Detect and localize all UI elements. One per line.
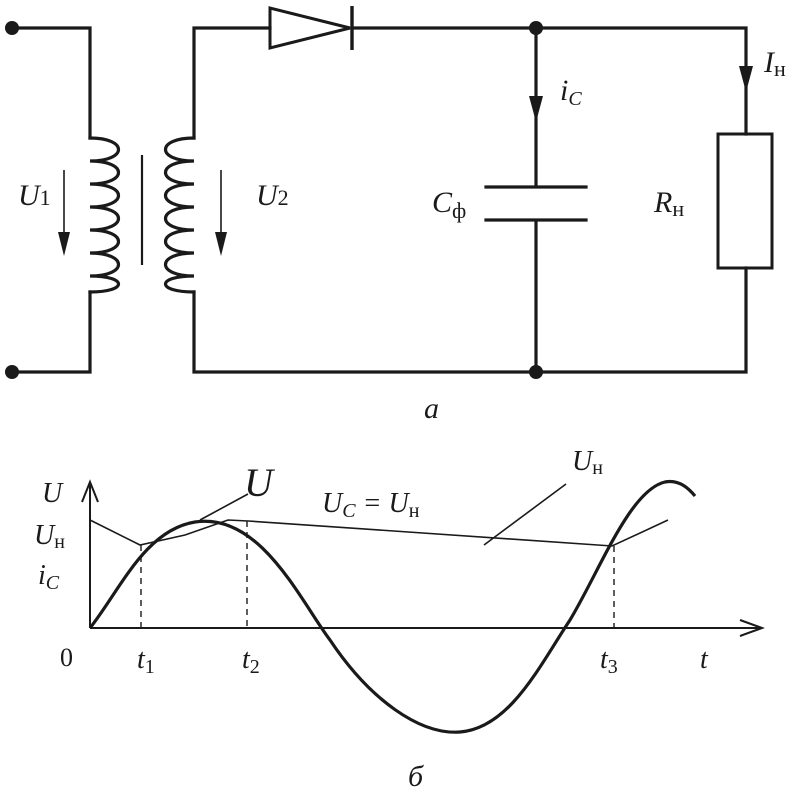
graph-caption: б: [408, 760, 424, 793]
y-axis-label-ic: iC: [38, 560, 60, 594]
supply-curve-label: U: [244, 460, 276, 505]
load-current-label: Iн: [763, 46, 786, 81]
y-axis-arrowhead: [81, 479, 99, 503]
primary-bottom-wire: [10, 290, 92, 374]
waveform-graph: U Uн iC 0 t1 t2 t3 t U UC = Uн Uн б: [34, 446, 765, 793]
u1-label: U1: [18, 179, 51, 212]
circuit-diagram: U1 U2 iC Cф Rн Iн a: [5, 6, 786, 425]
load-resistor: [716, 132, 774, 270]
capacitor-label: Cф: [432, 186, 466, 223]
u1-arrow: [58, 170, 70, 256]
load-resistor-label: Rн: [653, 186, 684, 221]
x-axis-label: t: [700, 644, 709, 675]
diode: [268, 6, 354, 50]
load-voltage-label: Uн: [572, 446, 603, 479]
t3-label: t3: [600, 644, 618, 678]
curve-u-leader: [199, 493, 249, 521]
load-voltage-curve: [89, 519, 669, 547]
supply-voltage-curve: [88, 479, 697, 734]
circuit-caption: a: [424, 392, 439, 425]
y-axis-label-u: U: [42, 478, 64, 509]
t1-label: t1: [137, 644, 155, 678]
output-top-wire: [350, 26, 748, 136]
t2-label: t2: [242, 644, 260, 678]
u2-arrow: [215, 170, 227, 256]
u2-label: U2: [256, 179, 289, 212]
secondary-top-wire: [192, 26, 272, 140]
primary-coil: [88, 136, 121, 294]
ic-arrow: [529, 96, 543, 122]
ic-label: iC: [560, 74, 582, 110]
primary-top-wire: [10, 26, 92, 140]
origin-label: 0: [60, 643, 73, 672]
x-axis-arrowhead: [739, 619, 765, 637]
secondary-coil: [163, 136, 196, 294]
uc-equals-un-label: UC = Uн: [322, 488, 420, 522]
secondary-bottom-wire: [192, 266, 748, 374]
y-axis-label-un: Uн: [34, 520, 65, 553]
un-leader: [483, 483, 567, 546]
iload-arrow: [739, 66, 753, 92]
